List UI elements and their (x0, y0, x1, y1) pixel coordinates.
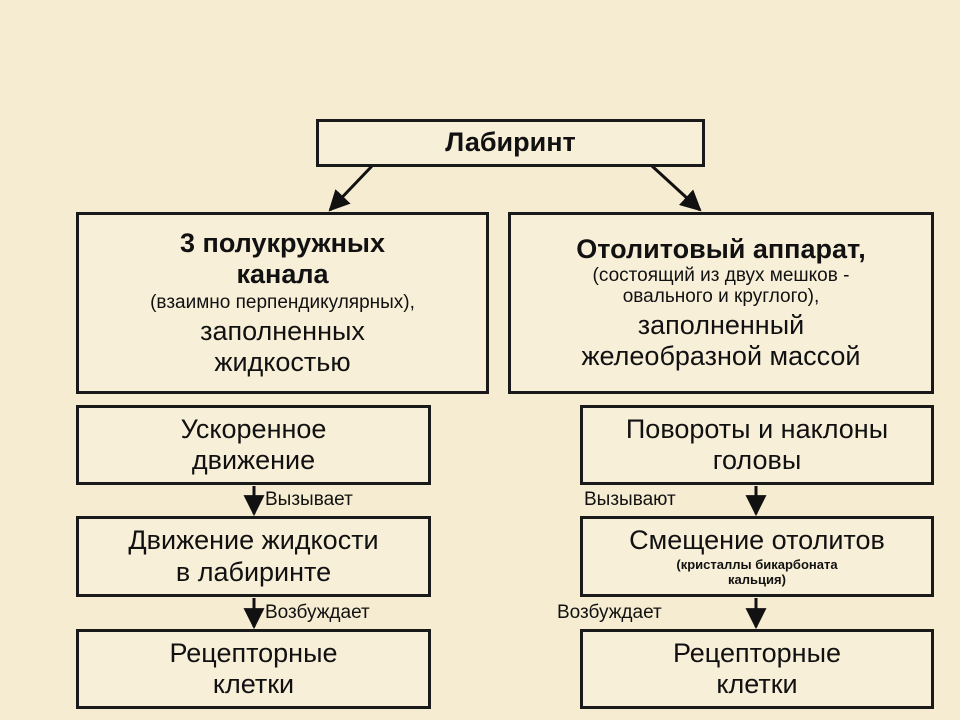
left-step1-line2: движение (191, 445, 316, 475)
root-node: Лабиринт (316, 119, 705, 167)
left-paren: (взаимно перпендикулярных), (150, 292, 415, 314)
left-step3-line2: клетки (212, 669, 295, 699)
right-step3-line2: клетки (716, 669, 798, 699)
root-to-left-arrow (328, 164, 374, 212)
right-step3-line1: Рецепторные (672, 637, 842, 668)
right-step2-node: Смещение отолитов (кристаллы бикарбоната… (580, 516, 934, 597)
left-title-line2: канала (236, 259, 329, 290)
left-step2-node: Движение жидкости в лабиринте (76, 516, 431, 597)
left-title-line1: 3 полукружных (180, 227, 385, 258)
root-to-right-arrow (650, 164, 702, 212)
left-step2-line2: в лабиринте (175, 556, 332, 587)
left-link2-label: Возбуждает (265, 602, 370, 623)
right-paren-line1: (состоящий из двух мешков - (592, 264, 850, 286)
right-step3-node: Рецепторные клетки (580, 629, 934, 709)
left-step1-line1: Ускоренное (180, 413, 327, 444)
right-step1-line1: Повороты и наклоны (625, 413, 889, 444)
right-step1-line2: головы (712, 445, 802, 475)
left-step3-line1: Рецепторные (169, 637, 338, 668)
left-step3-node: Рецепторные клетки (76, 629, 431, 709)
right-title: Отолитовый аппарат, (576, 233, 866, 264)
otolith-apparatus-node: Отолитовый аппарат, (состоящий из двух м… (508, 212, 934, 394)
right-step2-note-line2: кальция) (728, 572, 786, 588)
left-step1-node: Ускоренное движение (76, 405, 431, 485)
left-step2-line1: Движение жидкости (128, 525, 379, 556)
right-step2-note-line1: (кристаллы бикарбоната (676, 557, 838, 573)
left-link1-label: Вызывает (265, 489, 353, 510)
left-desc-line2: жидкостью (214, 346, 351, 377)
right-desc-line1: заполненный (637, 310, 805, 341)
right-step1-node: Повороты и наклоны головы (580, 405, 934, 485)
root-label: Лабиринт (445, 127, 576, 158)
right-desc-line2: желеобразной массой (581, 341, 861, 372)
right-link2-label: Возбуждает (557, 602, 662, 623)
right-step2-line1: Смещение отолитов (629, 525, 885, 556)
right-paren-line2: овального и круглого), (622, 286, 820, 308)
semicircular-canals-node: 3 полукружных канала (взаимно перпендику… (76, 212, 489, 394)
right-link1-label: Вызывают (584, 489, 676, 510)
left-desc-line1: заполненных (200, 315, 365, 346)
